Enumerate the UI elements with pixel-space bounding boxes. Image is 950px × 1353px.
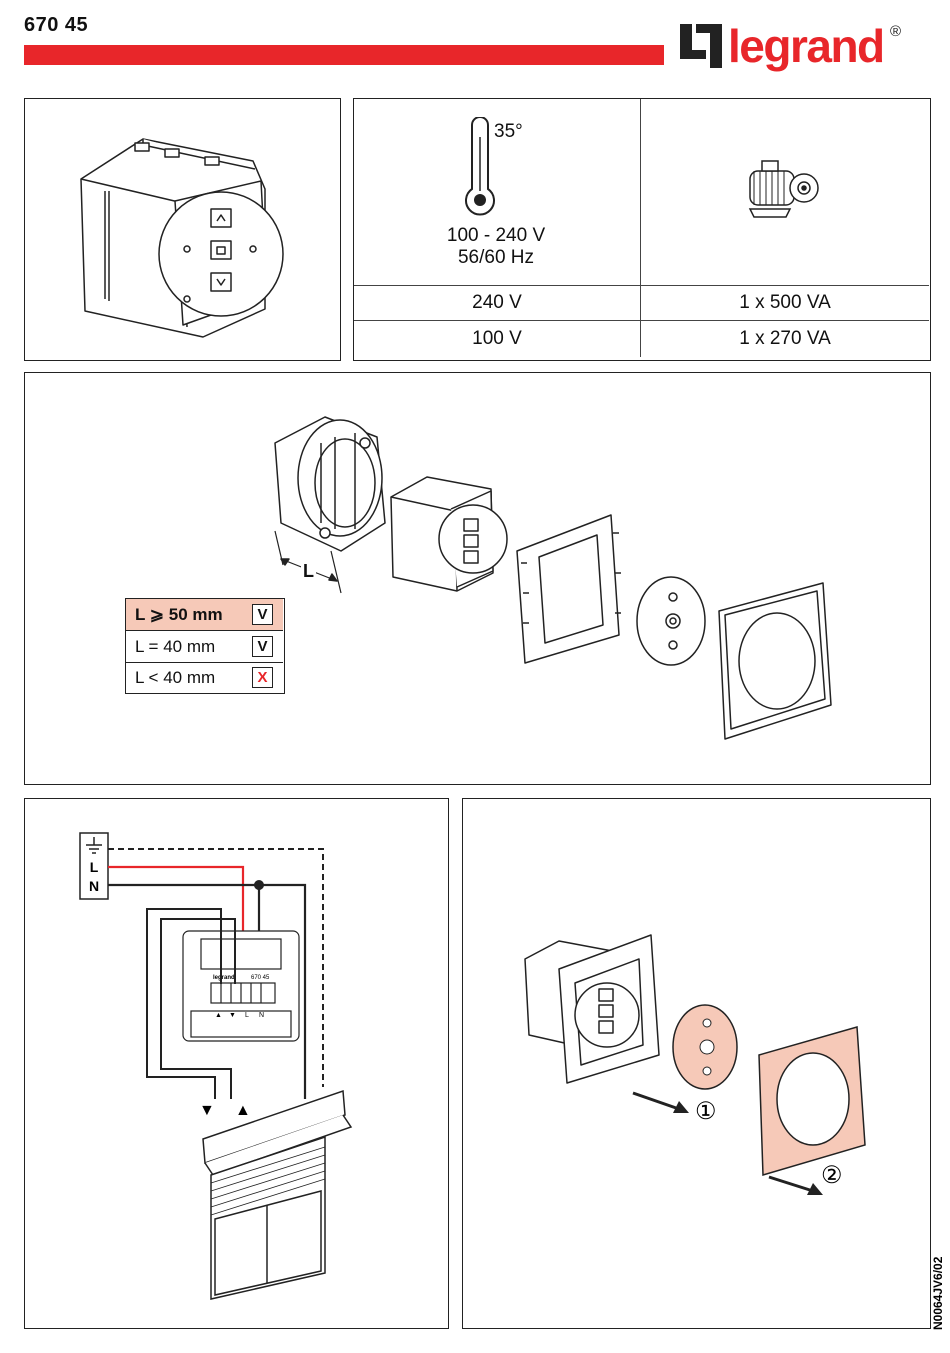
removed-cover-plate: [758, 1026, 866, 1176]
check-mark-icon: V: [252, 604, 273, 625]
depth-row-under-40mm: L < 40 mm X: [126, 662, 283, 693]
spec-row1-voltage: 240 V: [472, 292, 522, 313]
roller-shutter: [202, 1089, 353, 1300]
header-red-bar: [24, 45, 664, 65]
depth-row-label: L = 40 mm: [135, 637, 216, 656]
push-button-cap: [636, 576, 706, 666]
spec-row1-load: 1 x 500 VA: [739, 292, 831, 313]
earth-wire: [108, 848, 324, 1087]
step-1-label: ①: [695, 1098, 717, 1125]
supply-label-l: L: [90, 859, 99, 875]
removed-push-button: [672, 1004, 738, 1090]
module-rear-view: [182, 930, 300, 1042]
cover-plate: [718, 582, 832, 740]
terminal-label-n: N: [259, 1012, 264, 1019]
product-reference: 670 45: [24, 14, 89, 36]
spec-row2-load: 1 x 270 VA: [739, 328, 831, 349]
mounting-frame: [516, 514, 621, 664]
document-id: N0064JV6/02: [930, 1244, 946, 1330]
spec-row2-voltage: 100 V: [472, 328, 522, 349]
depth-row-50mm: L ⩾ 50 mm V: [126, 599, 283, 631]
installation-panel: L: [24, 372, 931, 785]
product-panel: [24, 98, 341, 361]
removal-panel: ① ②: [462, 798, 931, 1329]
direction-up-arrow: ▲: [235, 1102, 251, 1119]
wiring-panel: L N legrand 670 45 ▲ ▼ L N ▼ ▲: [24, 798, 449, 1329]
module-illustration: [80, 138, 284, 338]
wall-box: [274, 416, 386, 552]
document-id-text: N0064JV6/02: [931, 1256, 945, 1330]
neutral-wire: [108, 883, 307, 1099]
specs-panel: 35° 100 - 240 V 56/60 Hz 240 V 1 x 500 V…: [353, 98, 931, 361]
earth-icon: [86, 837, 102, 854]
legrand-logo-mark: [680, 24, 722, 68]
motor-wire-down: [146, 908, 222, 1099]
wiring-diagram: L N legrand 670 45 ▲ ▼ L N ▼ ▲: [79, 832, 353, 1300]
direction-down-arrow: ▼: [199, 1102, 215, 1119]
legrand-wordmark: legrand: [728, 20, 884, 72]
max-temperature: 35°: [494, 121, 523, 142]
terminal-label-up: ▲: [215, 1012, 222, 1019]
terminal-label-l: L: [245, 1012, 249, 1019]
thermometer-icon: [465, 117, 495, 216]
module-brand-mark: legrand: [213, 975, 235, 981]
pull-arrow-2: [768, 1175, 823, 1195]
removal-illustration: ① ②: [524, 934, 866, 1195]
mechanism-module: [390, 476, 508, 592]
motor-wire-down-inner: [160, 918, 236, 1099]
step-2-label: ②: [821, 1162, 843, 1189]
registered-mark: ®: [890, 23, 901, 40]
frequency: 56/60 Hz: [457, 247, 535, 268]
cross-mark-icon: X: [252, 667, 273, 688]
box-depth-table: L ⩾ 50 mm V L = 40 mm V L < 40 mm X: [125, 598, 285, 694]
depth-row-label: L < 40 mm: [135, 668, 216, 687]
supply-label-n: N: [89, 878, 99, 894]
depth-row-label: L ⩾ 50 mm: [135, 605, 223, 624]
pull-arrow-1: [632, 1091, 689, 1113]
depth-row-40mm: L = 40 mm V: [126, 631, 283, 663]
legrand-logo: legrand ®: [680, 20, 901, 72]
motor-icon: [748, 160, 819, 218]
length-dimension-label: L: [301, 561, 316, 582]
voltage-range: 100 - 240 V: [446, 225, 546, 246]
terminal-label-down: ▼: [229, 1012, 236, 1019]
check-mark-icon: V: [252, 636, 273, 657]
module-ref-mark: 670 45: [251, 975, 270, 981]
exploded-view-illustration: [274, 416, 832, 740]
